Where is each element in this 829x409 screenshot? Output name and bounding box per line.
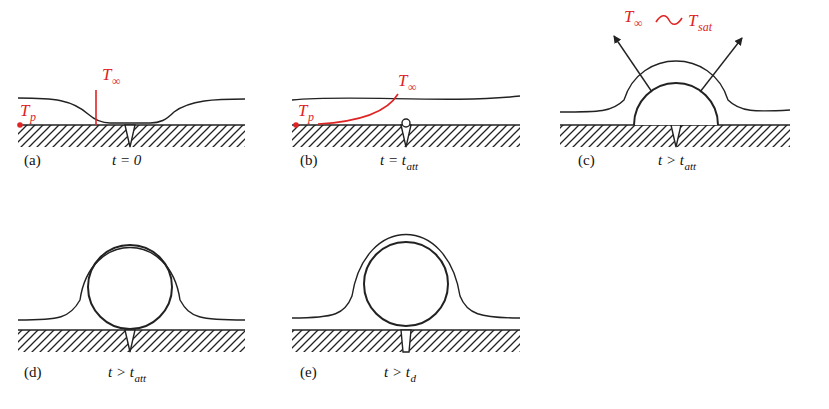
subscript-label: att bbox=[406, 160, 418, 172]
cavity bbox=[125, 125, 135, 147]
subscript-label: ∞ bbox=[408, 81, 417, 94]
figure-label: (c) bbox=[578, 152, 595, 169]
heated-wall bbox=[560, 125, 790, 147]
heated-wall bbox=[18, 330, 245, 352]
heated-wall bbox=[18, 125, 245, 147]
thermal-boundary-layer bbox=[18, 98, 245, 123]
figure-label: t = t bbox=[380, 152, 406, 169]
figure-label: T bbox=[624, 8, 633, 27]
cavity bbox=[125, 330, 135, 352]
heated-wall bbox=[292, 125, 520, 147]
temperature-profile bbox=[318, 94, 398, 124]
thermal-boundary-layer bbox=[18, 248, 245, 321]
bubble bbox=[88, 245, 172, 329]
subscript-label: ∞ bbox=[634, 17, 643, 30]
thermal-boundary-layer bbox=[560, 61, 790, 112]
cavity bbox=[671, 125, 681, 147]
wall-point bbox=[18, 123, 22, 127]
thermal-boundary-layer bbox=[292, 96, 520, 100]
subscript-label: sat bbox=[698, 21, 712, 34]
cavity bbox=[401, 125, 411, 147]
subscript-label: d bbox=[410, 372, 416, 384]
subscript-label: att bbox=[134, 372, 146, 384]
subscript-label: p bbox=[308, 111, 314, 124]
figure-label: T bbox=[398, 72, 407, 91]
figure-label: (b) bbox=[300, 152, 318, 169]
figure-label: t > t bbox=[384, 364, 410, 381]
figure-label: (d) bbox=[24, 364, 42, 381]
figure-label: t = 0 bbox=[112, 152, 141, 169]
subscript-label: att bbox=[684, 160, 696, 172]
arrow bbox=[614, 36, 652, 92]
heated-wall bbox=[292, 330, 520, 352]
figure-label: (e) bbox=[300, 364, 317, 381]
figure-label: T bbox=[20, 102, 29, 121]
thermal-boundary-layer bbox=[292, 235, 520, 319]
figure-label: T bbox=[102, 66, 111, 85]
figure-label: (a) bbox=[24, 152, 41, 169]
cavity bbox=[401, 330, 411, 352]
tilde-sign bbox=[656, 16, 682, 25]
figure-label: T bbox=[298, 102, 307, 121]
bubble-embryo bbox=[402, 119, 410, 127]
figure-label: t > t bbox=[658, 152, 684, 169]
subscript-label: p bbox=[30, 111, 36, 124]
figure-label: T bbox=[688, 12, 697, 31]
subscript-label: ∞ bbox=[112, 75, 121, 88]
wall-point bbox=[294, 123, 298, 127]
bubble bbox=[364, 242, 448, 326]
arrow bbox=[700, 38, 742, 92]
temperature-profile bbox=[95, 90, 97, 125]
figure-label: t > t bbox=[108, 364, 134, 381]
bubble bbox=[634, 83, 718, 125]
